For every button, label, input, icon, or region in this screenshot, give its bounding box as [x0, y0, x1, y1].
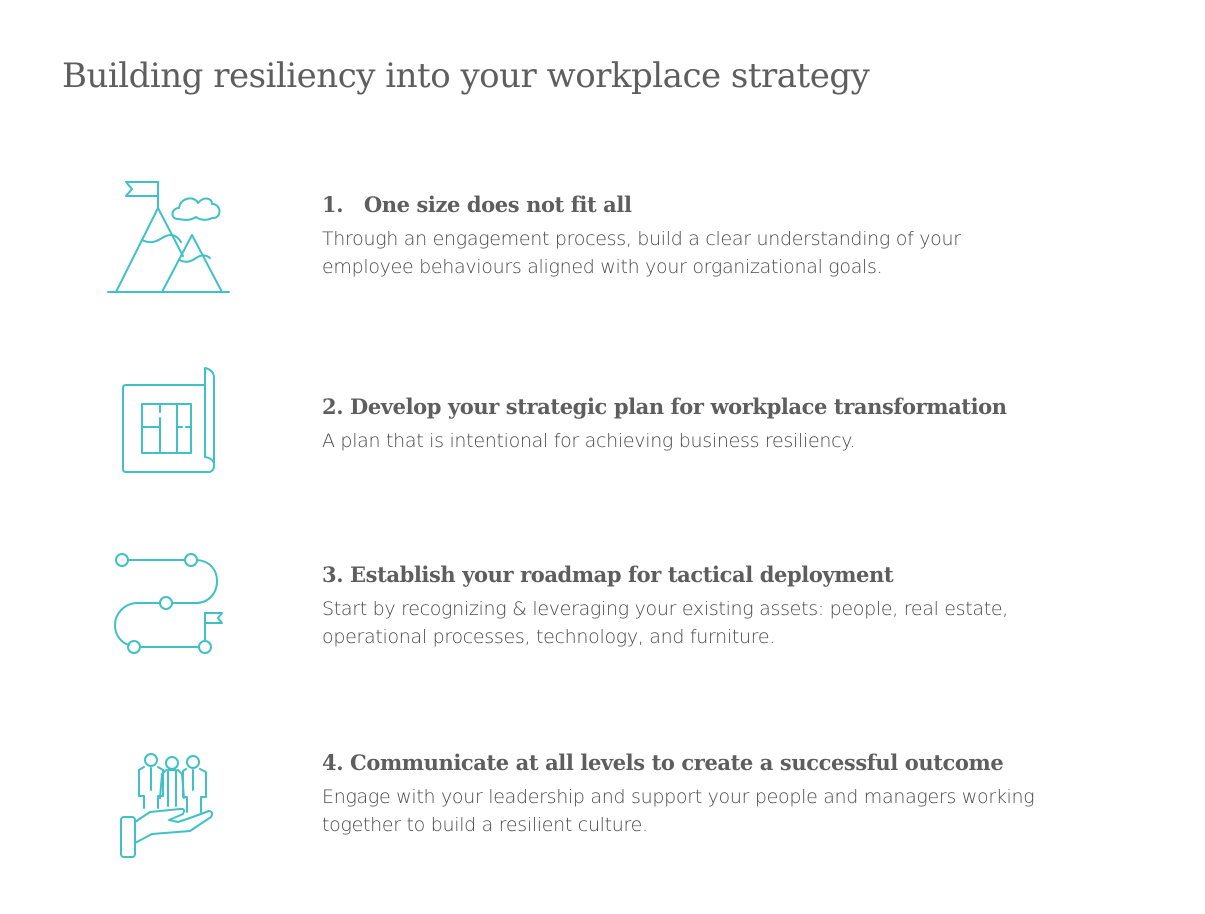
item-heading: 1. One size does not fit all: [322, 192, 632, 217]
item-heading: 3. Establish your roadmap for tactical d…: [322, 562, 894, 587]
list-item-2: 2. Develop your strategic plan for workp…: [322, 394, 1122, 455]
floor-plan-icon: [122, 367, 216, 473]
item-text: Start by recognizing & leveraging your e…: [322, 598, 1009, 648]
item-heading: 4. Communicate at all levels to create a…: [322, 750, 1004, 775]
item-text: A plan that is intentional for achieving…: [322, 430, 856, 452]
list-item-4: 4. Communicate at all levels to create a…: [322, 750, 1122, 839]
page-title: Building resiliency into your workplace …: [62, 56, 870, 96]
people-in-hand-icon: [120, 753, 214, 858]
item-text: Through an engagement process, build a c…: [322, 228, 961, 278]
item-heading: 2. Develop your strategic plan for workp…: [322, 394, 1007, 419]
list-item-3: 3. Establish your roadmap for tactical d…: [322, 562, 1122, 651]
item-text: Engage with your leadership and support …: [322, 786, 1035, 836]
list-item-1: 1. One size does not fit all Through an …: [322, 192, 1122, 281]
roadmap-icon: [114, 553, 223, 654]
mountain-flag-icon: [107, 181, 230, 293]
